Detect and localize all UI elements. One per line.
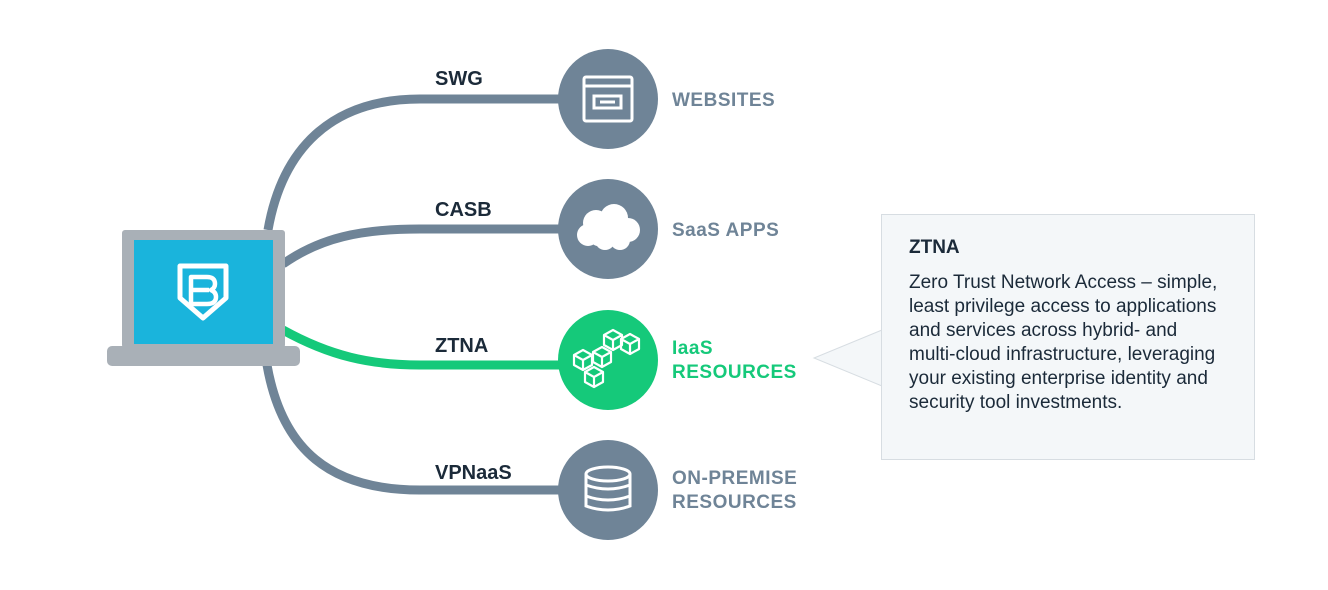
ztna-connection-line xyxy=(280,326,560,370)
resource-label-websites: WEBSITES xyxy=(672,90,775,111)
resource-label-line: RESOURCES xyxy=(672,492,797,513)
database-icon xyxy=(584,465,632,512)
cloud-icon xyxy=(577,204,640,250)
on-premise-resources-node xyxy=(558,440,658,540)
b-shield-logo-icon xyxy=(177,263,229,321)
resource-label-line: RESOURCES xyxy=(672,362,797,383)
swg-connection-line xyxy=(263,94,560,231)
resource-label-line: IaaS xyxy=(672,338,713,359)
cubes-icon xyxy=(572,328,641,389)
resource-label-on-premise-resources: ON-PREMISE RESOURCES xyxy=(672,468,803,513)
resource-label-line: SaaS APPS xyxy=(672,220,779,241)
ztna-callout: ZTNA Zero Trust Network Access – simple,… xyxy=(881,214,1255,460)
saas-apps-node xyxy=(558,179,658,279)
connection-label-casb: CASB xyxy=(435,199,492,221)
callout-body: Zero Trust Network Access – simple, leas… xyxy=(909,272,1218,413)
casb-connection-line xyxy=(280,224,560,268)
resource-label-line: WEBSITES xyxy=(672,90,775,111)
iaas-resources-node xyxy=(558,310,658,410)
laptop-icon xyxy=(107,230,300,366)
vpnaas-connection-line xyxy=(262,364,560,495)
browser-window-icon xyxy=(582,75,634,123)
resource-label-saas-apps: SaaS APPS xyxy=(672,220,779,241)
callout-title: ZTNA xyxy=(909,237,960,258)
callout-pointer xyxy=(812,329,883,387)
connection-label-ztna: ZTNA xyxy=(435,335,488,357)
resource-label-iaas-resources: IaaS RESOURCES xyxy=(672,338,797,383)
resource-label-line: ON-PREMISE xyxy=(672,468,797,489)
connection-label-swg: SWG xyxy=(435,68,483,90)
websites-node xyxy=(558,49,658,149)
connection-label-vpnaas: VPNaaS xyxy=(435,462,512,484)
